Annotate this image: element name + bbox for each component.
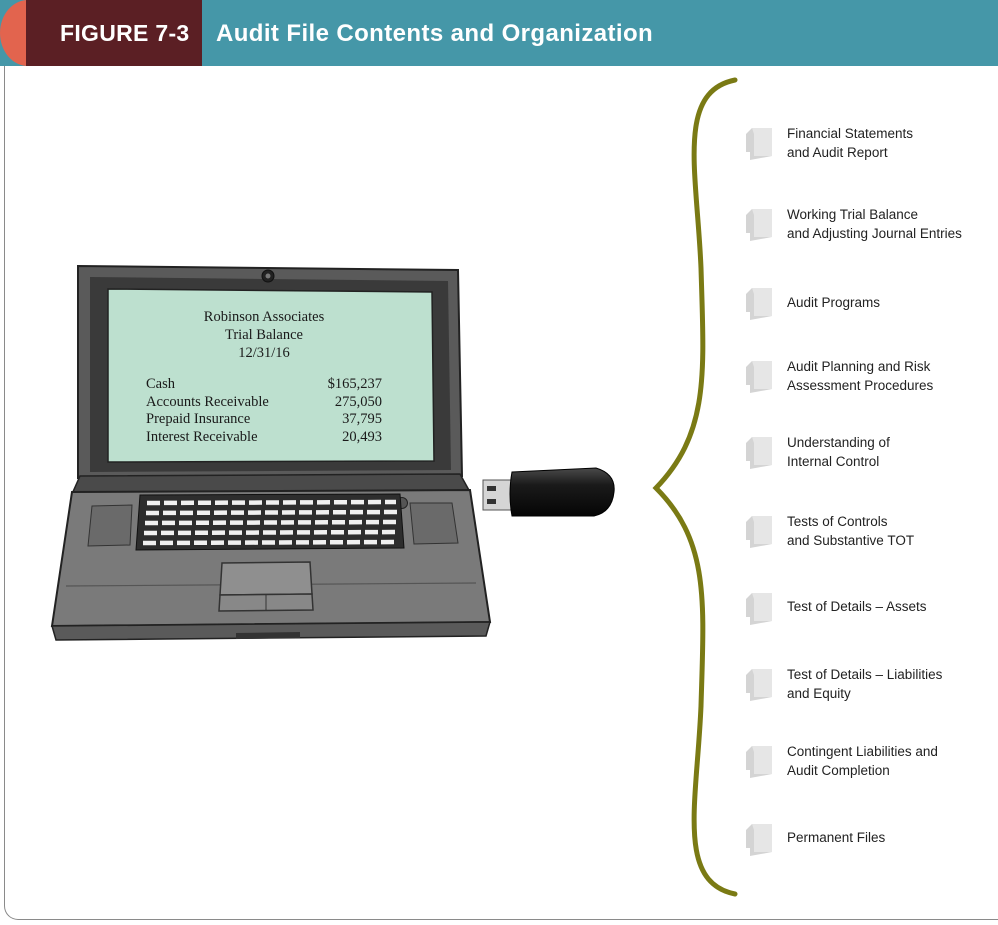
usb-flash-drive <box>482 467 615 517</box>
trial-balance-row: Prepaid Insurance 37,795 <box>146 411 382 429</box>
account-name: Prepaid Insurance <box>146 411 251 427</box>
trial-balance-row: Cash $165,237 <box>146 376 382 394</box>
file-label: Audit Planning and Risk <box>787 359 931 374</box>
document-icon <box>746 746 772 778</box>
file-label: Working Trial Balance <box>787 207 919 222</box>
report-date: 12/31/16 <box>238 345 290 361</box>
file-label: Permanent Files <box>787 830 886 845</box>
laptop <box>50 264 492 641</box>
document-icon <box>746 824 772 856</box>
trial-balance-row: Interest Receivable 20,493 <box>146 429 382 447</box>
account-name: Cash <box>146 376 175 392</box>
account-amount: $165,237 <box>327 376 382 392</box>
file-label: Audit Completion <box>787 763 890 778</box>
file-label: and Adjusting Journal Entries <box>787 226 962 241</box>
account-name: Accounts Receivable <box>146 393 269 410</box>
file-label: Understanding of <box>787 435 890 450</box>
file-label: Internal Control <box>787 454 880 469</box>
trial-balance: Robinson Associates Trial Balance 12/31/… <box>146 308 382 446</box>
file-label: and Equity <box>787 686 851 701</box>
company-name: Robinson Associates <box>203 309 325 325</box>
file-label: and Substantive TOT <box>787 533 915 548</box>
document-icon <box>746 361 772 393</box>
file-label: Tests of Controls <box>787 514 888 529</box>
file-label: and Audit Report <box>787 145 888 160</box>
curly-brace <box>652 77 738 897</box>
file-label: Audit Programs <box>787 295 881 310</box>
laptop-screen <box>107 288 435 463</box>
figure-title: Audit File Contents and Organization <box>216 20 654 47</box>
account-amount: 20,493 <box>342 428 382 445</box>
account-amount: 275,050 <box>334 393 382 410</box>
document-icon <box>746 437 772 469</box>
document-icon <box>746 669 772 701</box>
document-icon <box>746 288 772 320</box>
file-label: Test of Details – Assets <box>787 599 927 614</box>
report-title: Trial Balance <box>225 327 303 343</box>
account-name: Interest Receivable <box>146 428 258 445</box>
figure-label: FIGURE 7-3 <box>26 0 202 66</box>
account-amount: 37,795 <box>342 411 382 427</box>
file-label: Financial Statements <box>787 126 914 141</box>
file-label: Test of Details – Liabilities <box>787 667 943 682</box>
file-label: Assessment Procedures <box>787 378 934 393</box>
figure-frame <box>4 66 998 920</box>
document-icon <box>746 128 772 160</box>
document-icon <box>746 593 772 625</box>
file-label: Contingent Liabilities and <box>787 744 938 759</box>
figure-header: FIGURE 7-3 Audit File Contents and Organ… <box>0 0 998 66</box>
trial-balance-row: Accounts Receivable 275,050 <box>146 394 382 412</box>
document-icon <box>746 516 772 548</box>
document-icon <box>746 209 772 241</box>
